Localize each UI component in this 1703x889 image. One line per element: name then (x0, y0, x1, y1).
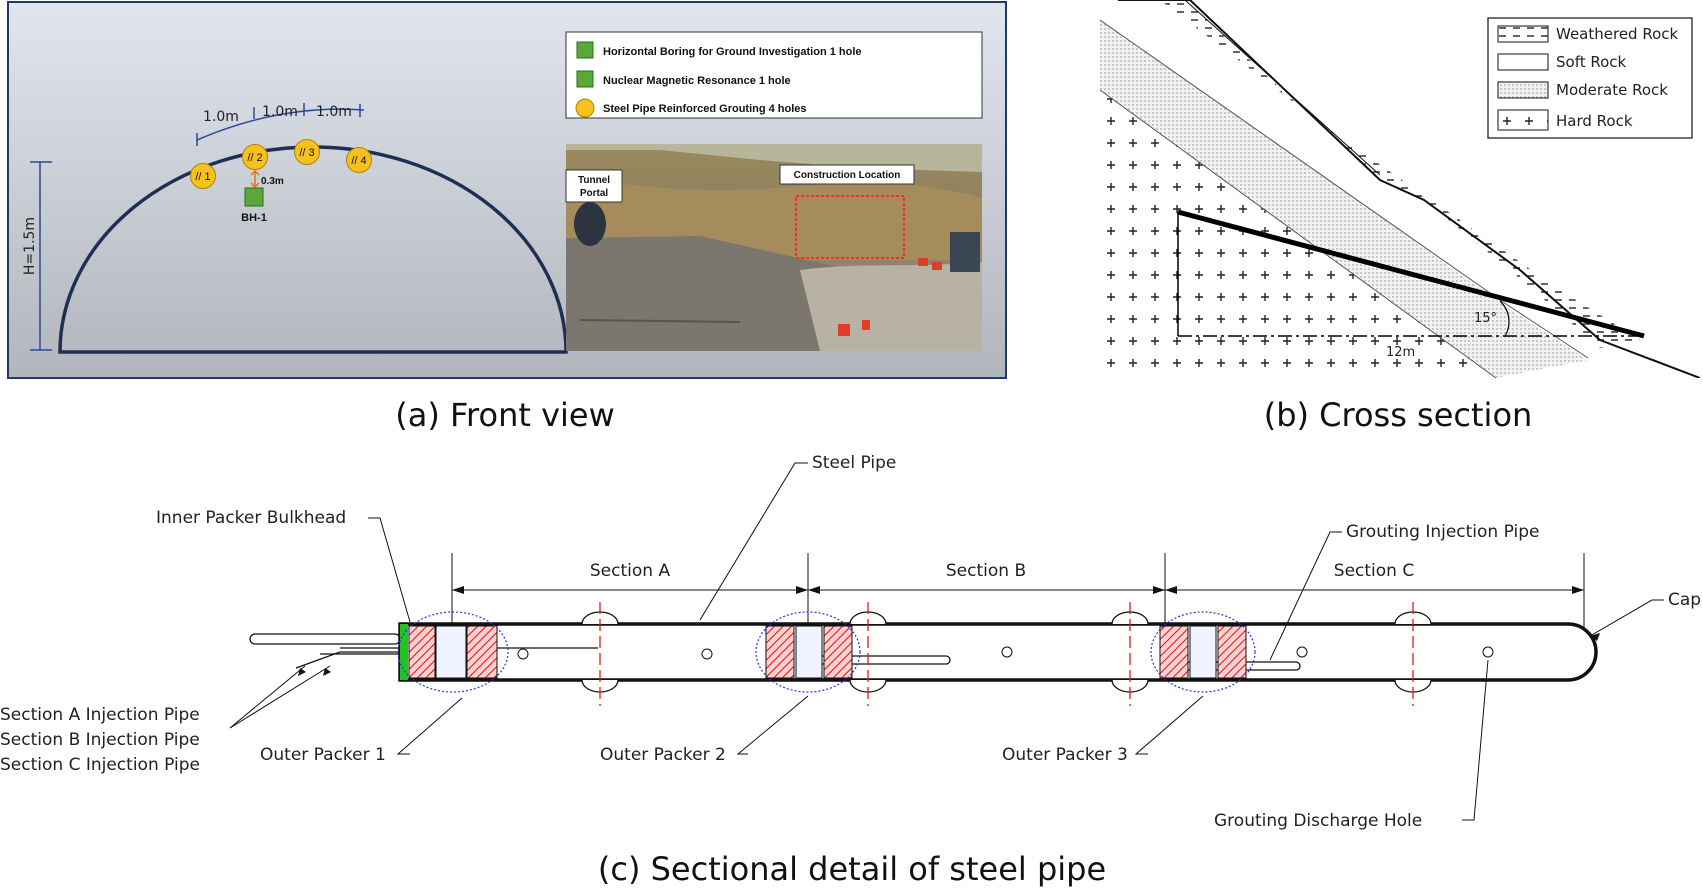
tunnel-portal-label-line1: Tunnel (578, 175, 610, 186)
ground-surface (1118, 0, 1701, 378)
pipe-detail-panel: Section A Section B Section C (0, 453, 1701, 888)
outer-packer-3-label: Outer Packer 3 (1002, 745, 1128, 765)
steel-pipe-body (398, 622, 1598, 682)
inner-packer-bulkhead-label: Inner Packer Bulkhead (156, 508, 346, 528)
angle-label: 15° (1474, 311, 1497, 326)
cross-section-panel: 15° 12m Weathered Rock Soft Rock Moderat… (1100, 0, 1701, 434)
grouting-hole-2: // 2 (242, 144, 268, 170)
grouting-discharge-hole-label: Grouting Discharge Hole (1214, 811, 1422, 831)
grouting-hole-3: // 3 (294, 139, 320, 165)
pipe-collars (581, 611, 1432, 693)
outer-packer-1-label: Outer Packer 1 (260, 745, 386, 765)
svg-text:// 2: // 2 (247, 152, 262, 164)
cap-label: Cap (1668, 590, 1701, 610)
soft-rock-region (1100, 0, 1640, 360)
construction-location-label: Construction Location (794, 170, 901, 181)
section-a-label: Section A (590, 561, 671, 581)
caption-pipe-detail: (c) Sectional detail of steel pipe (598, 850, 1106, 888)
legend-weathered-rock: Weathered Rock (1556, 25, 1679, 43)
caption-cross-section: (b) Cross section (1264, 396, 1533, 434)
offset-label: 0.3m (261, 176, 284, 187)
spacing-dimension-line (196, 108, 365, 141)
spacing-label-3: 1.0m (316, 104, 352, 120)
cross-section-legend: Weathered Rock Soft Rock Moderate Rock H… (1487, 17, 1693, 139)
tunnel-arch (58, 145, 568, 354)
legend-horizontal-boring: Horizontal Boring for Ground Investigati… (603, 46, 862, 58)
outer-packer-3 (1150, 611, 1256, 693)
steel-pipe-label: Steel Pipe (812, 453, 896, 473)
tunnel-portal-label-line2: Portal (580, 188, 609, 199)
spacing-label-1: 1.0m (203, 109, 239, 125)
svg-text:// 1: // 1 (195, 171, 210, 183)
leader-lines (229, 462, 1664, 821)
weathered-rock-region (1125, 0, 1640, 348)
section-b-injection-pipe-label: Section B Injection Pipe (0, 730, 200, 750)
spacing-label-2: 1.0m (262, 104, 298, 120)
section-b-label: Section B (946, 561, 1026, 581)
height-label: H=1.5m (22, 217, 38, 275)
grouting-discharge-hole (1482, 646, 1494, 658)
svg-text:// 4: // 4 (351, 155, 366, 167)
front-view-legend: Horizontal Boring for Ground Investigati… (565, 31, 983, 119)
outer-packer-1 (397, 611, 509, 693)
grouting-hole-4: // 4 (346, 147, 372, 173)
legend-grouting: Steel Pipe Reinforced Grouting 4 holes (603, 103, 807, 115)
section-c-injection-pipe-label: Section C Injection Pipe (0, 755, 200, 775)
site-photo: Tunnel Portal Construction Location (565, 144, 982, 351)
steel-pipe-line (1177, 209, 1645, 339)
front-view-panel: H=1.5m 1.0m 1.0m 1.0m // 1 // 2 // 3 // … (7, 1, 1007, 434)
section-a-injection-pipe-label: Section A Injection Pipe (0, 705, 200, 725)
bh-1-marker (244, 187, 264, 207)
legend-nmr: Nuclear Magnetic Resonance 1 hole (603, 75, 791, 87)
outer-packer-2 (755, 611, 861, 693)
centerlines (599, 602, 1414, 706)
svg-text:// 3: // 3 (299, 147, 314, 159)
injection-pipe-stub (249, 633, 401, 645)
bh-1-label: BH-1 (241, 212, 267, 224)
grouting-injection-pipe-label: Grouting Injection Pipe (1346, 522, 1539, 542)
grouting-hole-1: // 1 (190, 163, 216, 189)
section-c-label: Section C (1334, 561, 1414, 581)
outer-packer-2-label: Outer Packer 2 (600, 745, 726, 765)
legend-hard-rock: Hard Rock (1556, 112, 1633, 130)
caption-front-view: (a) Front view (395, 396, 615, 434)
legend-moderate-rock: Moderate Rock (1556, 81, 1668, 99)
legend-soft-rock: Soft Rock (1556, 53, 1627, 71)
length-label: 12m (1386, 345, 1415, 360)
